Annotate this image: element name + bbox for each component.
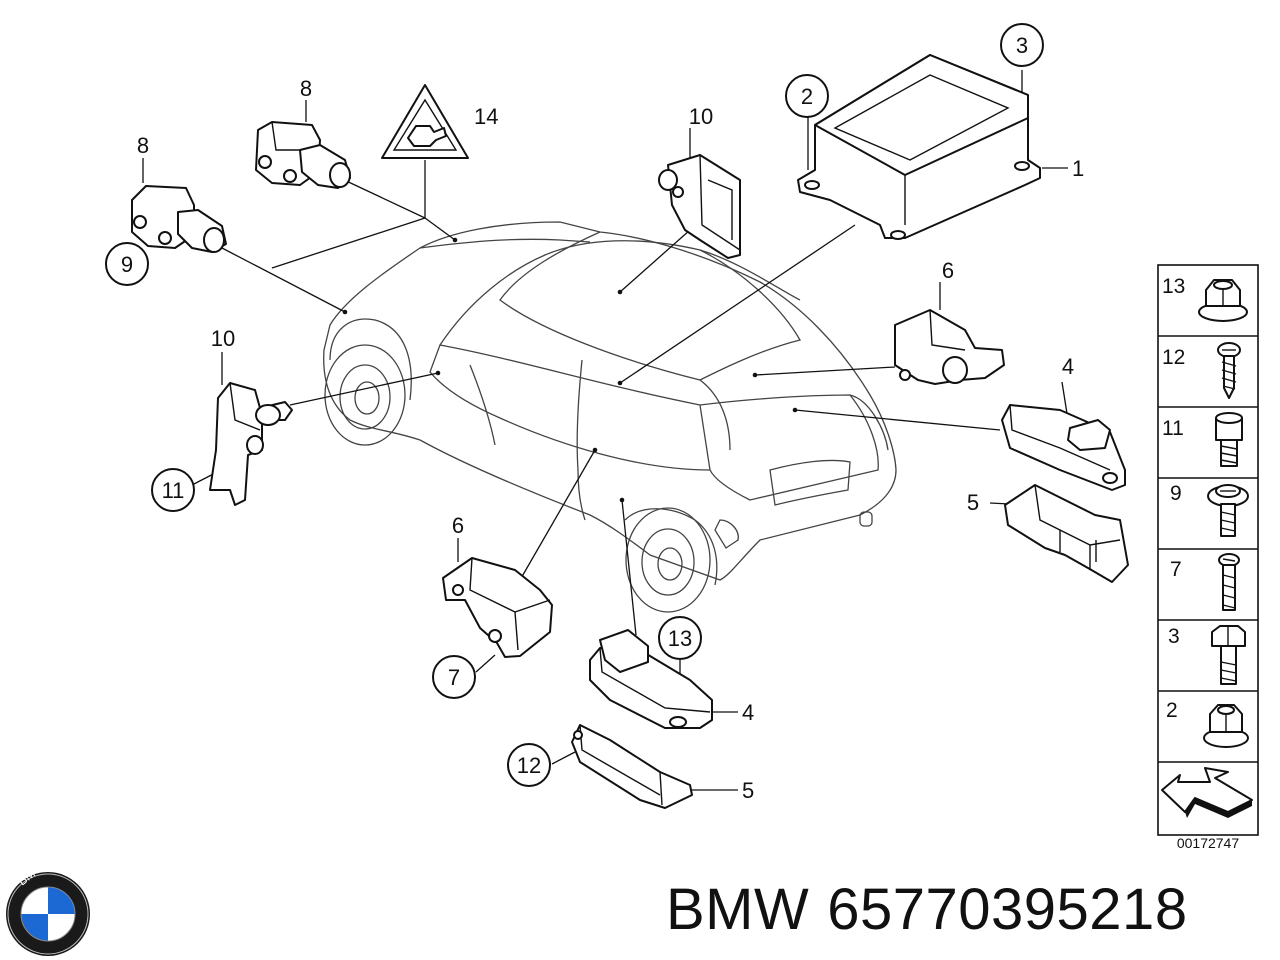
callout-6-right: 6 (942, 258, 954, 283)
hex-bolt-icon (1211, 625, 1246, 685)
side-crash-sensor-lower (131, 185, 227, 253)
callout-7: 7 (448, 665, 460, 690)
callout-8-lower: 8 (137, 133, 149, 158)
brand-name: BMW (666, 877, 810, 942)
callout-circle-11 (151, 468, 195, 512)
diagram-code: 00172747 (1177, 835, 1240, 851)
mounting-bracket-lower (571, 724, 693, 809)
callout-12: 12 (517, 753, 541, 778)
callout-2: 2 (801, 84, 813, 109)
callout-circle-13 (658, 616, 702, 660)
pressure-sensor-upper (658, 154, 741, 259)
callout-13: 13 (668, 626, 692, 651)
callout-10-lower: 10 (211, 326, 235, 351)
side-crash-sensor-upper (255, 121, 351, 189)
door-sensor-right (1001, 404, 1126, 491)
part-number: 65770395218 (827, 877, 1188, 942)
callout-circle-2 (785, 74, 829, 118)
legend-label-4: 7 (1170, 558, 1182, 581)
callout-4-lower: 4 (742, 700, 754, 725)
callout-6-lower: 6 (452, 513, 464, 538)
callout-4-right: 4 (1062, 354, 1074, 379)
pan-head-screw-icon (1218, 553, 1240, 611)
callout-8-upper: 8 (300, 76, 312, 101)
warning-label-triangle (381, 84, 469, 159)
callout-9: 9 (121, 252, 133, 277)
mounting-bracket-right (1004, 484, 1129, 583)
callout-1: 1 (1072, 156, 1084, 181)
leader-lines (142, 70, 1069, 791)
callout-circle-12 (507, 743, 551, 787)
callout-11: 11 (162, 478, 185, 503)
legend-label-1: 12 (1162, 346, 1185, 369)
self-tapping-screw-icon (1217, 342, 1241, 399)
legend-label-3: 9 (1170, 482, 1182, 505)
door-sensor-lower (589, 629, 713, 729)
callout-5-lower: 5 (742, 778, 754, 803)
legend-label-2: 11 (1162, 417, 1184, 440)
acceleration-sensor-lower (442, 557, 553, 658)
leader-dots (342, 237, 798, 503)
callout-circle-9 (105, 242, 149, 286)
flange-nut-icon (1198, 279, 1248, 322)
bmw-logo: BMW (6, 859, 90, 956)
callout-3: 3 (1016, 33, 1028, 58)
pressure-sensor-lower (209, 382, 293, 506)
brand-part-title: BMW 65770395218 (666, 876, 1188, 943)
callout-14: 14 (474, 104, 498, 129)
hardware-legend: 13 12 11 9 7 3 2 (1157, 264, 1259, 851)
legend-label-5: 3 (1168, 625, 1180, 648)
callout-circle-3 (1000, 23, 1044, 67)
callout-labels: 3 2 1 14 8 8 9 10 10 11 6 6 4 4 5 5 7 13… (105, 23, 1084, 803)
airbag-control-unit (797, 54, 1041, 240)
callout-circle-7 (432, 655, 476, 699)
car-outline (323, 221, 897, 613)
legend-label-6: 2 (1166, 699, 1178, 722)
washer-head-screw-icon (1207, 484, 1249, 537)
orientation-arrow-icon (1161, 767, 1253, 818)
acceleration-sensor-right (894, 309, 1005, 385)
legend-label-0: 13 (1162, 275, 1185, 298)
socket-head-screw-icon (1215, 412, 1243, 467)
callout-10-upper: 10 (689, 104, 713, 129)
callout-5-right: 5 (967, 490, 979, 515)
hex-nut-icon (1203, 704, 1249, 748)
